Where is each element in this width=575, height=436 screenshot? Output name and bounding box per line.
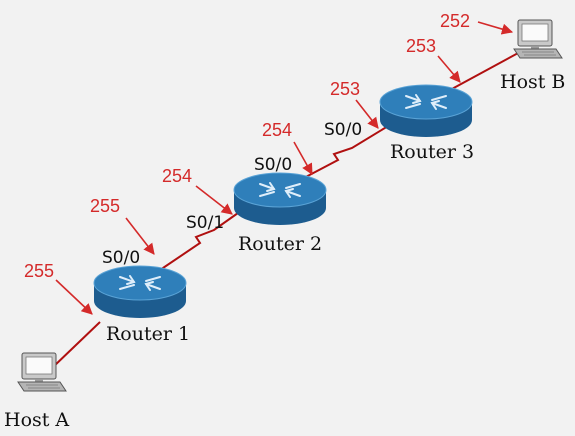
router-3[interactable]: [379, 84, 473, 138]
computer-icon: [17, 352, 67, 392]
ttl-value: 253: [330, 79, 360, 99]
computer-icon: [513, 19, 563, 59]
host-b[interactable]: [513, 19, 563, 59]
ttl-value: 254: [162, 166, 192, 186]
ttl-annotation-router-3-exit: 253: [406, 36, 461, 83]
host-a[interactable]: [17, 352, 67, 392]
link-hosta-router1: [51, 321, 101, 369]
router-1-label: Router 1: [106, 323, 190, 345]
router-1-s00-label: S0/0: [102, 248, 140, 268]
ttl-value: 255: [90, 196, 120, 216]
ttl-value: 255: [24, 261, 54, 281]
ttl-value: 254: [262, 120, 292, 140]
serial-link-router1-router2: [159, 212, 239, 271]
ttl-annotation-host-b: 252: [440, 11, 514, 35]
router-1[interactable]: [93, 265, 187, 319]
router-2[interactable]: [233, 172, 327, 226]
ttl-annotation-router-2-exit: 254: [262, 120, 313, 175]
ttl-annotation-router-2-entry: 254: [162, 166, 233, 215]
router-2-s01-label: S0/1: [186, 213, 224, 233]
host-b-label: Host B: [500, 71, 565, 93]
router-2-s00-label: S0/0: [254, 155, 292, 175]
router-3-label: Router 3: [390, 141, 474, 163]
router-3-s00-label: S0/0: [324, 120, 362, 140]
router-icon: [93, 265, 187, 319]
router-2-label: Router 2: [238, 233, 322, 255]
router-icon: [233, 172, 327, 226]
router-icon: [379, 84, 473, 138]
host-a-label: Host A: [4, 409, 69, 431]
ttl-value: 252: [440, 11, 470, 31]
ttl-value: 253: [406, 36, 436, 56]
ttl-annotation-router-1-exit: 255: [90, 196, 155, 255]
ttl-annotation-host-a: 255: [24, 261, 93, 315]
serial-link-router2-router3: [299, 119, 399, 181]
ttl-annotation-router-3-entry: 253: [330, 79, 379, 129]
link-router3-hostb: [449, 51, 521, 91]
